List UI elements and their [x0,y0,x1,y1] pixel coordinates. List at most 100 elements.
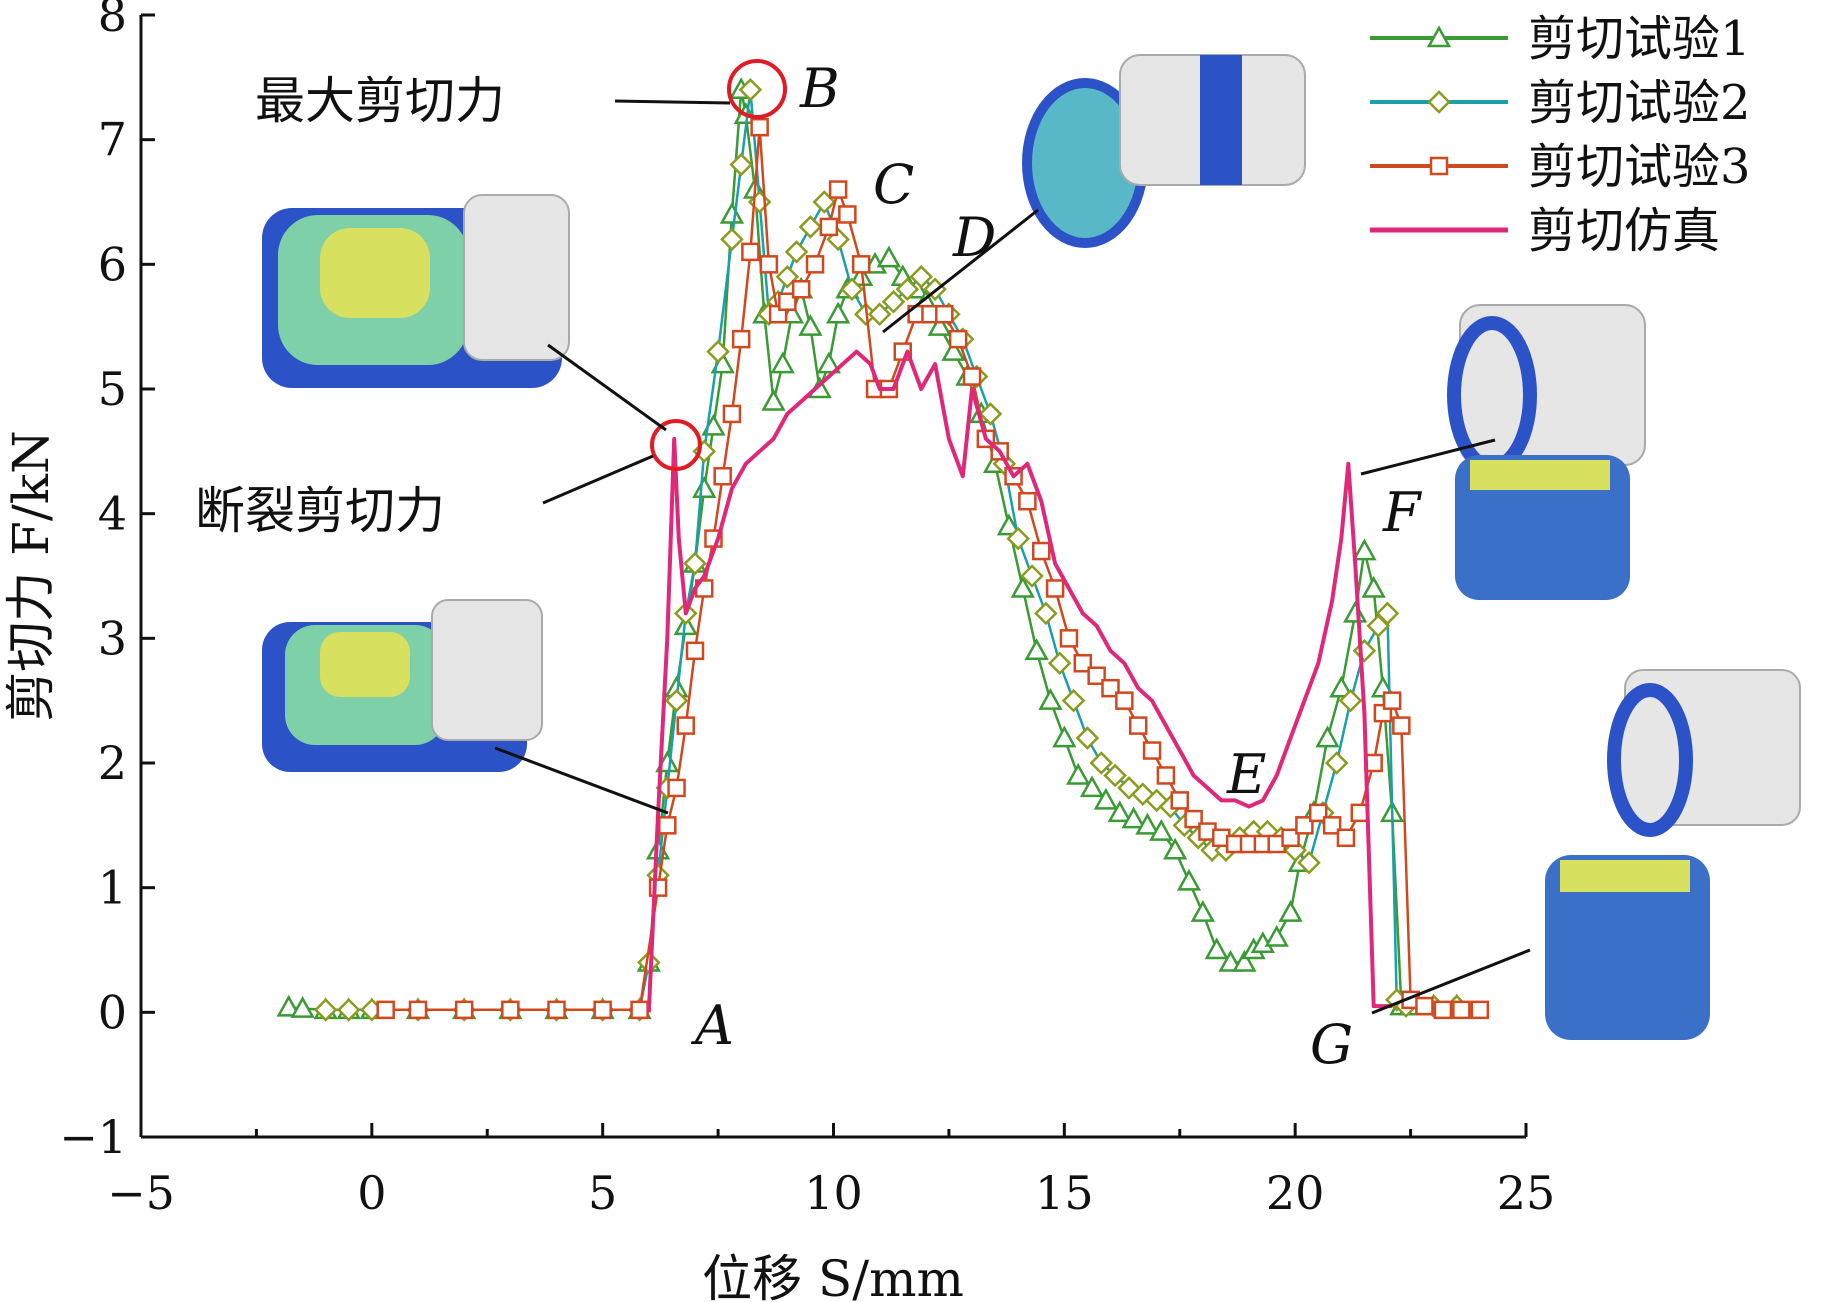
data-point [685,641,705,661]
y-tick-label: 4 [98,487,127,541]
data-point [336,998,361,1022]
data-point [784,240,809,264]
data-point [1038,688,1063,710]
data-point [1470,1000,1490,1020]
data-point [807,376,832,399]
max-shear-leader [614,99,731,105]
x-tick-label: 5 [588,1166,617,1220]
data-point [313,998,338,1022]
data-point [276,994,301,1017]
data-point [1415,996,1434,1016]
max-shear-label: 最大剪切力 [255,72,505,130]
data-point [1061,688,1086,713]
point-label-d: D [952,206,996,269]
data-point [1006,526,1030,551]
data-point [1087,666,1106,685]
point-label-e: E [1226,743,1266,806]
data-point [1309,803,1328,823]
data-point [501,1000,520,1020]
data-point [825,301,851,324]
data-point [1426,25,1452,48]
data-point [1121,806,1146,829]
data-point [1059,629,1079,648]
y-tick-label: 7 [98,113,127,167]
data-point [948,329,968,349]
data-point [1128,716,1148,735]
point-label-f: F [1382,481,1423,544]
data-point [1066,762,1091,785]
data-point [1338,688,1363,713]
data-point [778,292,797,311]
data-point [770,351,795,374]
data-point [1329,675,1354,698]
data-point [1018,491,1037,511]
data-point [849,264,874,287]
inset2-leader [494,746,669,815]
data-point [1392,716,1411,735]
data-point [630,1000,649,1020]
data-point [1010,575,1035,598]
data-point [1232,949,1257,972]
data-point [722,404,742,424]
data-point [1045,579,1065,598]
data-point [1156,766,1176,785]
data-point [1264,924,1289,947]
data-point [1452,1000,1471,1020]
data-point [1324,751,1349,775]
x-tick-label: 25 [1497,1166,1556,1220]
data-point [720,227,744,252]
data-point [667,778,686,798]
legend-item: 剪切试验1 [1370,11,1751,67]
data-point [867,302,892,326]
data-point [1281,828,1300,848]
data-point [805,255,825,274]
data-point [909,265,933,289]
data-point [1052,725,1077,748]
data-point [816,351,842,374]
legend-label: 剪切试验2 [1528,75,1751,131]
legend-item: 剪切试验2 [1370,75,1751,131]
point-label-b: B [799,57,840,120]
data-point [1075,726,1100,750]
data-point [376,1000,395,1020]
inset1-leader [547,343,667,432]
data-point [759,255,779,274]
data-point [676,716,696,735]
data-point [1073,654,1093,673]
fem-tube-inset-mid-left [262,599,543,772]
data-point [1093,787,1119,810]
data-point [1101,678,1120,698]
data-point [1315,725,1340,748]
data-point [791,280,811,299]
data-point [895,277,920,302]
data-point [1047,651,1072,676]
data-point [408,1000,428,1020]
data-point [729,152,753,177]
y-tick-label: 0 [98,985,127,1039]
data-point [819,217,839,237]
fem-tube-inset-right-lower [1545,669,1801,1040]
data-point [750,117,769,137]
data-point [851,255,871,274]
data-point [1375,601,1400,626]
data-point [941,339,966,361]
x-axis-title: 位移 S/mm [702,1250,964,1302]
data-point [1024,638,1049,661]
x-tick-label: 15 [1035,1166,1094,1220]
y-tick-label: 1 [98,861,127,915]
point-label-c: C [873,153,914,216]
data-point [881,289,906,314]
annotations: 最大剪切力 断裂剪切力 A B C D E F G [195,57,1531,1076]
data-point [838,205,857,224]
data-point [1163,837,1188,860]
series-4 [646,349,1393,1013]
data-point [1135,812,1160,835]
data-point [1352,639,1377,663]
data-point [658,816,677,835]
legend-item: 剪切试验3 [1370,139,1751,195]
data-point [1295,816,1314,835]
legend-label: 剪切试验1 [1528,11,1751,67]
series-layer [276,77,1490,1022]
